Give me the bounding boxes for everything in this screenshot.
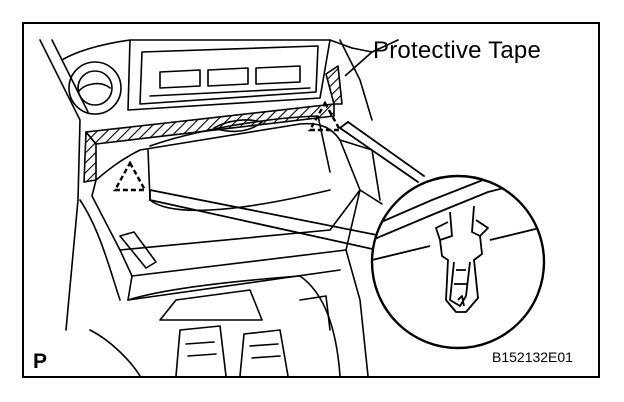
clip-detail-magnifier bbox=[370, 174, 546, 350]
upper-dashboard bbox=[39, 39, 399, 331]
corner-p-mark: P bbox=[33, 350, 48, 373]
protective-tape bbox=[83, 65, 343, 183]
triangle-marker-left-icon bbox=[112, 160, 148, 192]
protective-tape-label: Protective Tape bbox=[373, 37, 541, 64]
callout-pointer bbox=[344, 51, 373, 77]
triangle-marker-right-icon bbox=[307, 100, 343, 132]
detail-leader-lines bbox=[149, 121, 425, 253]
glovebox-panel bbox=[91, 115, 383, 376]
round-knob bbox=[68, 61, 122, 115]
figure-border bbox=[22, 22, 600, 378]
clip-marker-icon bbox=[112, 100, 343, 192]
figure-id: B152132E01 bbox=[492, 349, 573, 365]
lower-console bbox=[79, 199, 341, 376]
